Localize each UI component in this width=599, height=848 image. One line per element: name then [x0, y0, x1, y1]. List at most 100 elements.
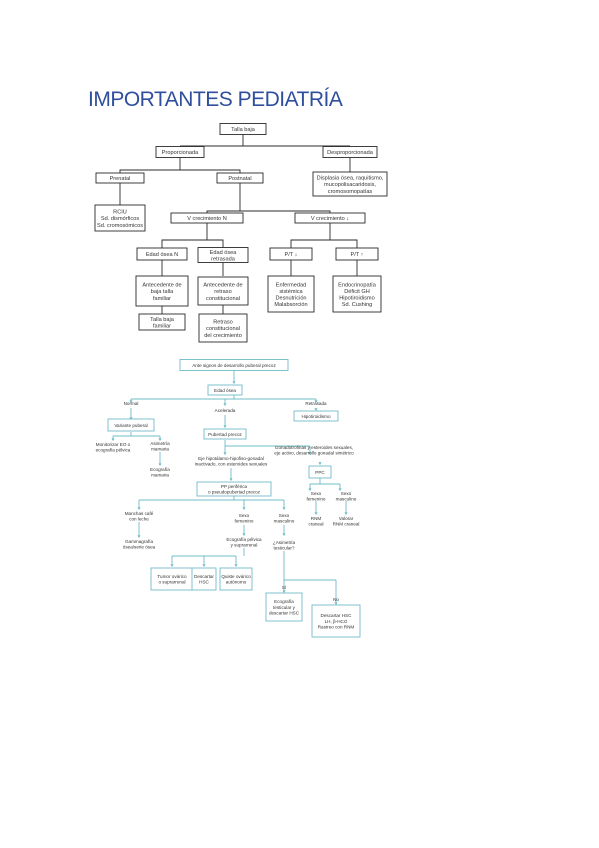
node-text: Descartar — [194, 574, 214, 579]
arrow-head — [158, 438, 162, 441]
arrow-head — [282, 533, 286, 536]
node-text: PP periférica — [221, 484, 248, 489]
pubertad-precoz-flowchart: Ante signos de desarrollo puberal precoz… — [96, 359, 361, 638]
arrow-head — [158, 463, 162, 466]
node-text: cromosomopatías — [328, 189, 373, 195]
node-text: Manchas café — [125, 511, 154, 516]
node-talla-baja: Talla baja — [219, 123, 267, 135]
node-text: V crecimiento ↓ — [311, 216, 349, 222]
node-box — [216, 172, 264, 184]
node-text: Sd. dismórficos — [101, 216, 139, 222]
connector-line — [240, 210, 331, 213]
node-text: inactivado, con esteroides sexuales — [195, 462, 268, 467]
node-box — [197, 247, 249, 263]
node-text: Antecedente de — [142, 283, 181, 289]
node-text: Edad ósea — [210, 250, 238, 256]
node-text: del crecimiento — [204, 333, 242, 339]
node-box — [294, 212, 366, 224]
node-text: Prenatal — [110, 176, 131, 182]
node-eje-inactivado: Eje hipotálamo-hipofiso-gonadalinactivad… — [195, 456, 268, 467]
node-text: Malabsorción — [274, 302, 307, 308]
node-text: Acelerada — [215, 408, 236, 413]
node-box — [196, 481, 272, 497]
node-text: V crecimiento N — [187, 216, 226, 222]
node-text: Sí — [282, 585, 287, 590]
node-text: femenino — [235, 519, 254, 524]
arrow-head — [229, 478, 233, 481]
node-text: No — [333, 597, 339, 602]
node-text: testicular y — [273, 605, 296, 610]
node-box — [311, 604, 361, 638]
node-pt-baja: P/T ↓ — [269, 247, 313, 261]
node-text: mamaria — [151, 447, 169, 452]
arrow-head — [344, 512, 348, 515]
arrow-head — [170, 564, 174, 567]
arrow-head — [334, 602, 338, 605]
node-text: Quiste ovárico — [221, 574, 251, 579]
node-ppc: PPC — [308, 465, 332, 479]
node-text: mucopolisacaridosis, — [324, 182, 376, 188]
connector-line — [207, 239, 224, 248]
node-edad-osea-n: Edad ósea N — [136, 247, 188, 261]
node-text: Rastreo con RNM — [318, 624, 355, 629]
node-desproporcionada: Desproporcionada — [322, 146, 378, 158]
node-text: descartar HSC — [269, 610, 300, 615]
node-text: Valorar — [339, 516, 354, 521]
node-text: Hipotiroidismo — [339, 295, 374, 301]
node-text: craneal — [308, 522, 323, 527]
arrow-head — [137, 507, 141, 510]
node-box — [136, 247, 188, 261]
node-text: Descartar HSC — [321, 613, 353, 618]
arrow-head — [242, 533, 246, 536]
arrow-head — [234, 564, 238, 567]
node-normal: Normal — [124, 401, 139, 406]
node-text: Endocrinopatía — [338, 282, 377, 288]
arrow-head — [314, 512, 318, 515]
arrow-head — [232, 381, 236, 384]
node-text: Sd. cromosómicos — [97, 223, 143, 229]
node-text: o suprarrenal — [158, 580, 185, 585]
node-text: autónomo — [226, 580, 247, 585]
arrow-head — [338, 488, 342, 491]
node-box — [265, 592, 303, 622]
node-prenatal: Prenatal — [95, 172, 145, 184]
node-retrasada: Retrasada — [305, 401, 327, 406]
node-text: Déficit GH — [344, 289, 370, 295]
node-text: Sexo — [279, 513, 290, 518]
node-text: Asimetría — [150, 441, 170, 446]
arrow-head — [308, 452, 312, 455]
node-pt-alta: P/T ↑ — [335, 247, 379, 261]
node-text: Monitorizar EO o — [96, 442, 131, 447]
node-text: familiar — [153, 323, 171, 329]
node-box — [135, 275, 189, 307]
node-box — [293, 410, 339, 422]
node-vc-normal: V crecimiento N — [170, 212, 244, 224]
arrow-head — [223, 425, 227, 428]
node-text: Sexo — [311, 491, 322, 496]
node-acelerada: Acelerada — [215, 408, 236, 413]
node-text: Gonadotrofinas y esteroides sexuales, — [275, 445, 353, 450]
node-text: Hipotiroidismo — [301, 414, 331, 419]
node-box — [219, 567, 253, 591]
arrow-head — [314, 400, 318, 403]
node-box — [95, 172, 145, 184]
node-text: mamaria — [151, 473, 169, 478]
node-text: P/T ↑ — [351, 252, 364, 258]
node-text: RNM — [311, 516, 322, 521]
node-box — [107, 418, 155, 432]
node-text: Ecografía — [274, 599, 294, 604]
node-displasia: Displasia ósea, raquitismo,mucopolisacar… — [312, 171, 388, 197]
arrow-head — [223, 452, 227, 455]
arrow-head — [314, 408, 318, 411]
node-box — [155, 146, 205, 158]
node-box — [94, 204, 146, 232]
